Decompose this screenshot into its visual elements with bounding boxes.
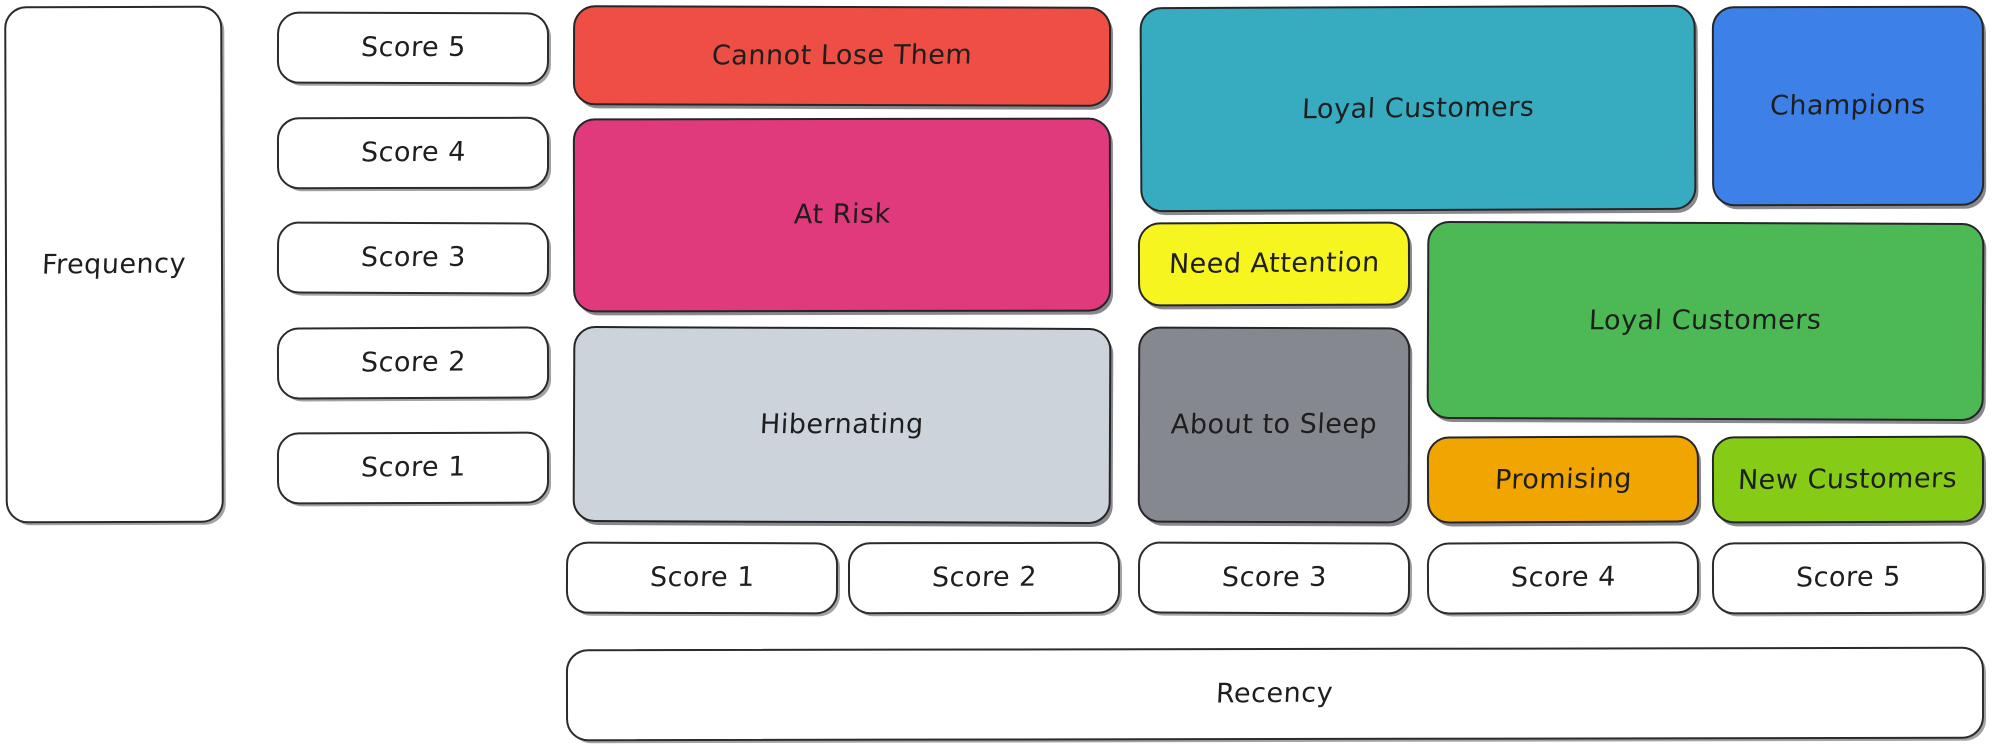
recency-score-1[interactable]: Score 1 [565,541,839,615]
frequency-score-1[interactable]: Score 1 [276,431,550,505]
frequency-score-5-label: Score 5 [359,32,467,64]
segment-cannot-lose-them-label: Cannot Lose Them [711,40,973,72]
recency-axis-label-box: Recency [565,646,1985,742]
segment-loyal-customers-green-label: Loyal Customers [1588,305,1823,337]
segment-promising[interactable]: Promising [1426,435,1700,524]
recency-score-3-label: Score 3 [1220,562,1328,594]
frequency-score-1-label: Score 1 [359,451,467,484]
frequency-score-3-label: Score 3 [359,242,467,274]
frequency-score-5[interactable]: Score 5 [276,11,550,85]
segment-champions-label: Champions [1769,89,1927,123]
frequency-score-2-label: Score 2 [359,346,467,380]
frequency-score-2[interactable]: Score 2 [276,326,550,400]
segment-at-risk-label: At Risk [792,199,892,231]
recency-score-1-label: Score 1 [648,562,756,594]
recency-score-2[interactable]: Score 2 [847,541,1121,615]
segment-new-customers[interactable]: New Customers [1711,435,1985,524]
segment-loyal-customers-green[interactable]: Loyal Customers [1426,220,1985,422]
segment-need-attention[interactable]: Need Attention [1137,221,1411,307]
recency-score-5-label: Score 5 [1794,561,1902,594]
segment-need-attention-label: Need Attention [1167,247,1381,281]
segment-about-to-sleep-label: About to Sleep [1170,409,1378,441]
frequency-axis-label-box: Frequency [4,5,224,524]
frequency-score-4[interactable]: Score 4 [276,116,550,190]
frequency-axis-label: Frequency [41,248,187,281]
segment-loyal-customers-teal[interactable]: Loyal Customers [1139,4,1697,213]
recency-score-4-label: Score 4 [1509,561,1617,595]
segment-promising-label: Promising [1493,463,1633,496]
recency-score-2-label: Score 2 [930,562,1038,594]
segment-about-to-sleep[interactable]: About to Sleep [1137,326,1411,524]
segment-new-customers-label: New Customers [1737,462,1959,496]
segment-hibernating[interactable]: Hibernating [572,325,1112,525]
segment-cannot-lose-them[interactable]: Cannot Lose Them [572,5,1112,107]
segment-hibernating-label: Hibernating [759,409,925,441]
segment-champions[interactable]: Champions [1711,5,1985,207]
frequency-score-4-label: Score 4 [359,137,467,169]
frequency-score-3[interactable]: Score 3 [276,221,550,295]
segment-at-risk[interactable]: At Risk [572,117,1112,313]
recency-score-5[interactable]: Score 5 [1711,541,1985,615]
recency-score-3[interactable]: Score 3 [1137,541,1411,615]
segment-loyal-customers-teal-label: Loyal Customers [1301,91,1535,126]
recency-axis-label: Recency [1215,678,1335,710]
recency-score-4[interactable]: Score 4 [1426,541,1700,615]
